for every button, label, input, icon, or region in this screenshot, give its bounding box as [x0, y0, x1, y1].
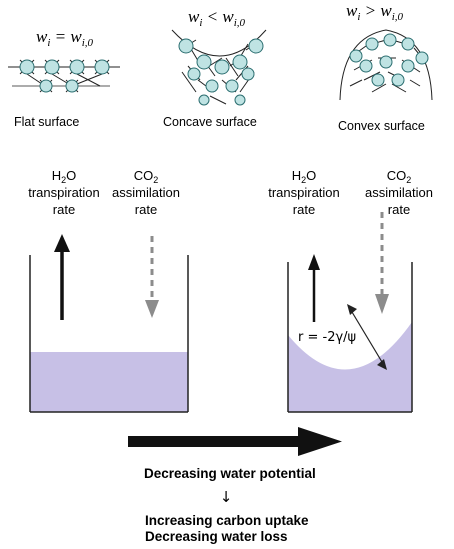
water-loss-caption: Decreasing water loss	[145, 529, 288, 544]
flat-surface-label: Flat surface	[14, 115, 79, 129]
left-container	[29, 255, 189, 413]
svg-text:transpiration: transpiration	[268, 185, 340, 200]
left-co2-label: CO2 assimilation rate	[112, 168, 180, 217]
left-water	[30, 352, 188, 412]
left-co2-arrow	[145, 236, 159, 318]
svg-text:CO2: CO2	[134, 168, 159, 185]
radius-arrow	[347, 304, 387, 370]
svg-text:rate: rate	[293, 202, 315, 217]
result-down-arrow: ↓	[220, 488, 233, 506]
water-potential-caption: Decreasing water potential	[144, 466, 316, 481]
concave-surface-molecule-circles	[178, 38, 264, 106]
concave-surface-label: Concave surface	[163, 115, 257, 129]
convex-surface-label: Convex surface	[338, 119, 425, 133]
svg-text:H2O: H2O	[292, 168, 317, 185]
right-h2o-label: H2O transpiration rate	[268, 168, 340, 217]
left-h2o-label: H2O transpiration rate	[28, 168, 100, 217]
svg-text:wi > wi,0: wi > wi,0	[346, 1, 404, 23]
svg-text:rate: rate	[53, 202, 75, 217]
right-co2-arrow	[375, 212, 389, 314]
svg-text:wi = wi,0: wi = wi,0	[36, 27, 94, 49]
concave-surface-formula: wi < wi,0	[188, 7, 246, 29]
right-water	[288, 322, 412, 412]
carbon-uptake-caption: Increasing carbon uptake	[145, 513, 309, 528]
right-container	[287, 262, 413, 413]
right-co2-label: CO2 assimilation rate	[365, 168, 433, 217]
svg-text:assimilation: assimilation	[365, 185, 433, 200]
flat-surface-formula: wi = wi,0	[36, 27, 94, 49]
svg-text:wi < wi,0: wi < wi,0	[188, 7, 246, 29]
svg-text:rate: rate	[388, 202, 410, 217]
svg-text:transpiration: transpiration	[28, 185, 100, 200]
convex-surface-molecule-circles	[349, 33, 429, 87]
svg-text:rate: rate	[135, 202, 157, 217]
flat-surface-molecule-circles	[19, 59, 110, 93]
svg-text:H2O: H2O	[52, 168, 77, 185]
right-h2o-arrow	[308, 254, 320, 322]
water-potential-arrow	[128, 427, 342, 456]
meniscus-radius-formula: r = -2γ/ψ	[298, 330, 356, 345]
left-h2o-arrow	[54, 234, 70, 320]
svg-text:CO2: CO2	[387, 168, 412, 185]
svg-text:assimilation: assimilation	[112, 185, 180, 200]
convex-surface-formula: wi > wi,0	[346, 1, 404, 23]
